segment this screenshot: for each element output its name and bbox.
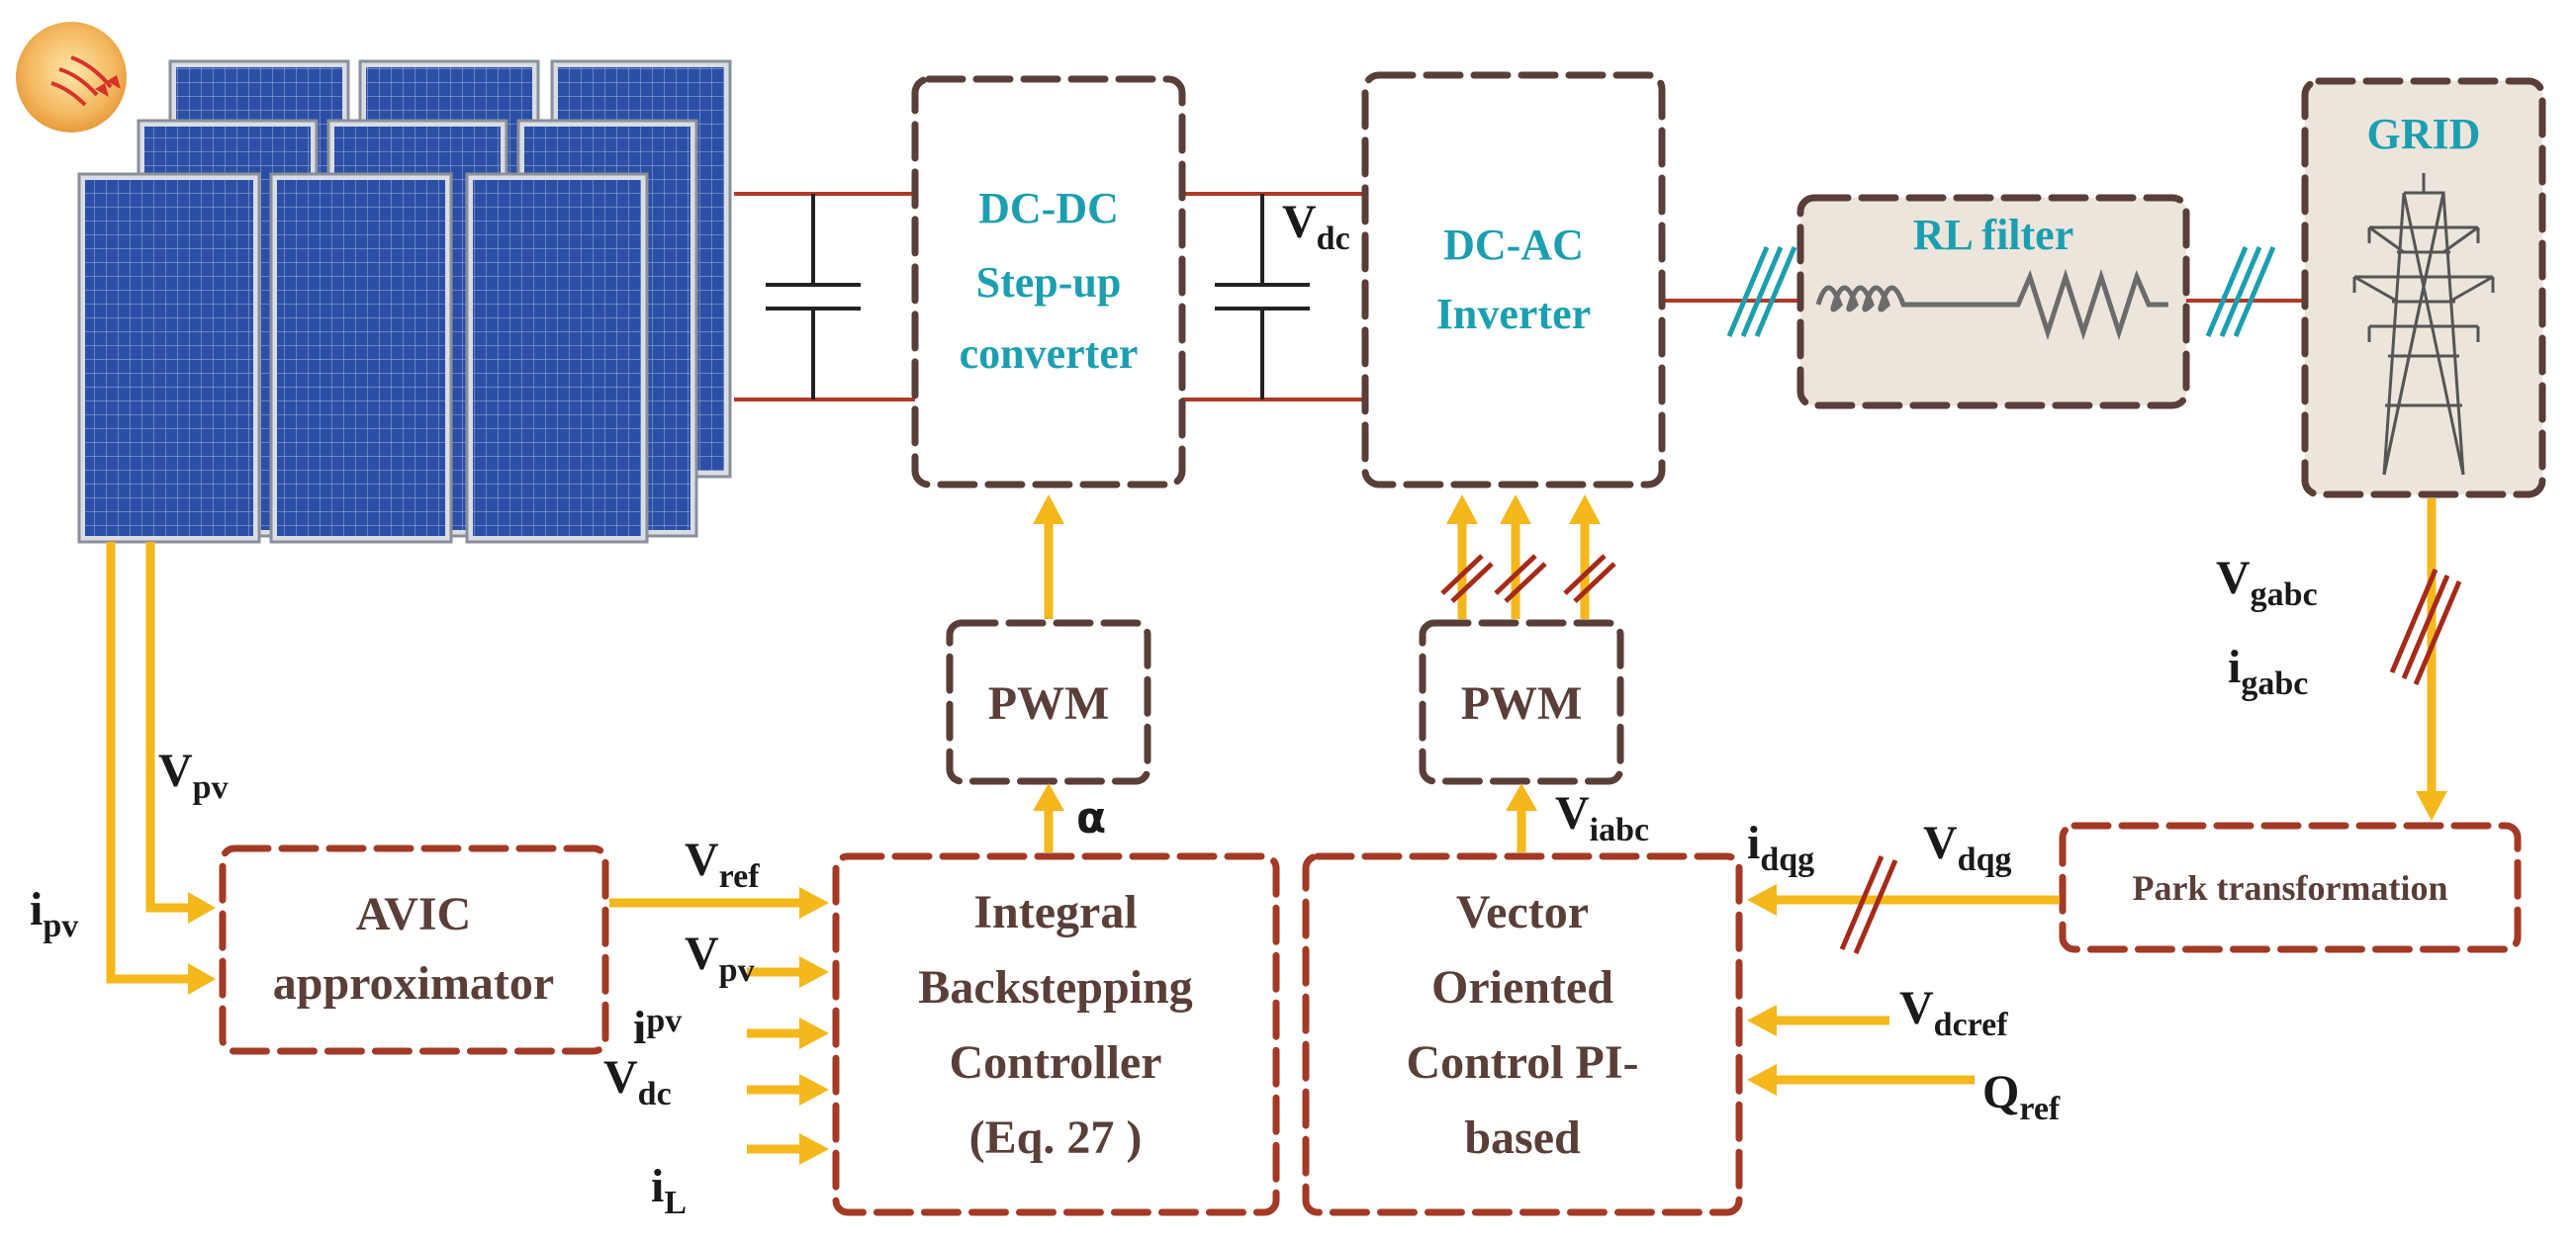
avic-approximator-block: AVIC approximator — [219, 844, 609, 1055]
vdc-ibc-label: Vdc — [603, 1051, 672, 1112]
il-label: iL — [651, 1160, 687, 1221]
vpv-feed-arrow — [145, 542, 216, 924]
dcac-line-1: DC-AC — [1443, 221, 1584, 269]
avic-line-1: AVIC — [356, 888, 471, 940]
voc-line-1: Vector — [1456, 886, 1589, 938]
alpha-arrow — [1033, 783, 1064, 852]
inductor-icon — [1815, 285, 1998, 312]
qref-label: Qref — [1982, 1066, 2061, 1127]
il-ibc-arrow — [747, 1133, 829, 1165]
pwm-block-dcdc: PWM — [946, 619, 1151, 785]
transmission-tower-icon — [2352, 173, 2495, 476]
pwm1-label: PWM — [988, 677, 1110, 730]
ibc-line-3: Controller — [949, 1036, 1161, 1089]
viabc-label: Viabc — [1555, 787, 1649, 848]
ibc-line-4: (Eq. 27 ) — [969, 1111, 1143, 1164]
avic-line-2: approximator — [273, 957, 554, 1010]
idqg-label: idqg — [1747, 817, 1814, 878]
viabc-arrow — [1506, 783, 1537, 852]
integral-backstepping-controller-block: Integral Backstepping Controller (Eq. 27… — [832, 852, 1280, 1216]
vector-oriented-control-block: Vector Oriented Control PI- based — [1302, 852, 1743, 1216]
dcdc-line-3: converter — [960, 329, 1139, 378]
ipv-feed-arrow — [106, 542, 216, 995]
pv-array-icon — [77, 59, 732, 544]
vdqg-label: Vdqg — [1923, 817, 2012, 878]
capacitor-icon — [766, 194, 861, 400]
rl-filter-label: RL filter — [1913, 211, 2074, 259]
vdc-ibc-arrow — [747, 1074, 829, 1106]
grid-block: GRID — [2301, 77, 2546, 498]
grid-label: GRID — [2367, 110, 2481, 158]
vpv-ibc-arrow — [747, 956, 829, 988]
park-label: Park transformation — [2133, 868, 2448, 908]
ipv-ibc-label: ipv — [633, 1002, 682, 1054]
voc-line-3: Control PI- — [1406, 1036, 1638, 1089]
voc-line-4: based — [1464, 1111, 1581, 1164]
alpha-label: α — [1076, 793, 1106, 843]
ipv-left-label: ipv — [30, 883, 78, 944]
vdcref-arrow — [1747, 1005, 1889, 1036]
capacitor-icon — [1215, 194, 1310, 400]
ibc-line-1: Integral — [973, 886, 1137, 938]
dcac-inverter-block: DC-AC Inverter — [1361, 71, 1666, 488]
voc-line-2: Oriented — [1431, 961, 1613, 1014]
vpv-ibc-label: Vpv — [685, 928, 755, 989]
ibc-line-2: Backstepping — [918, 961, 1192, 1014]
park-transformation-block: Park transformation — [2059, 822, 2522, 953]
ipv-ibc-arrow — [747, 1018, 829, 1049]
three-phase-marker — [2389, 569, 2462, 685]
vpv-left-label: Vpv — [158, 745, 229, 806]
vref-arrow — [609, 887, 829, 919]
qref-arrow — [1747, 1064, 1975, 1096]
igabc-label: igabc — [2228, 641, 2308, 702]
dcac-line-2: Inverter — [1436, 290, 1591, 338]
dcdc-line-1: DC-DC — [978, 184, 1119, 232]
vdc-bus-label: Vdc — [1282, 196, 1350, 257]
dc-bus-wiring — [734, 192, 2305, 401]
park-to-voc-arrow — [1747, 884, 2060, 916]
sun-icon — [16, 22, 127, 133]
vdcref-label: Vdcref — [1899, 982, 2008, 1043]
three-phase-marker — [1440, 554, 1616, 603]
rl-filter-block: RL filter — [1796, 194, 2190, 409]
pwm-block-inverter: PWM — [1419, 619, 1624, 785]
three-phase-marker — [2205, 246, 2276, 337]
vgabc-label: Vgabc — [2216, 552, 2318, 613]
pwm2-label: PWM — [1461, 677, 1583, 730]
dcdc-converter-block: DC-DC Step-up converter — [911, 75, 1186, 488]
dcdc-line-2: Step-up — [976, 258, 1122, 307]
grid-to-park-arrow — [2416, 498, 2447, 821]
resistor-icon — [1998, 268, 2168, 341]
vref-label: Vref — [685, 834, 760, 895]
three-phase-marker — [1726, 246, 1797, 337]
two-line-marker — [1839, 855, 1898, 954]
pwm-to-dcdc-arrow — [1033, 494, 1064, 619]
